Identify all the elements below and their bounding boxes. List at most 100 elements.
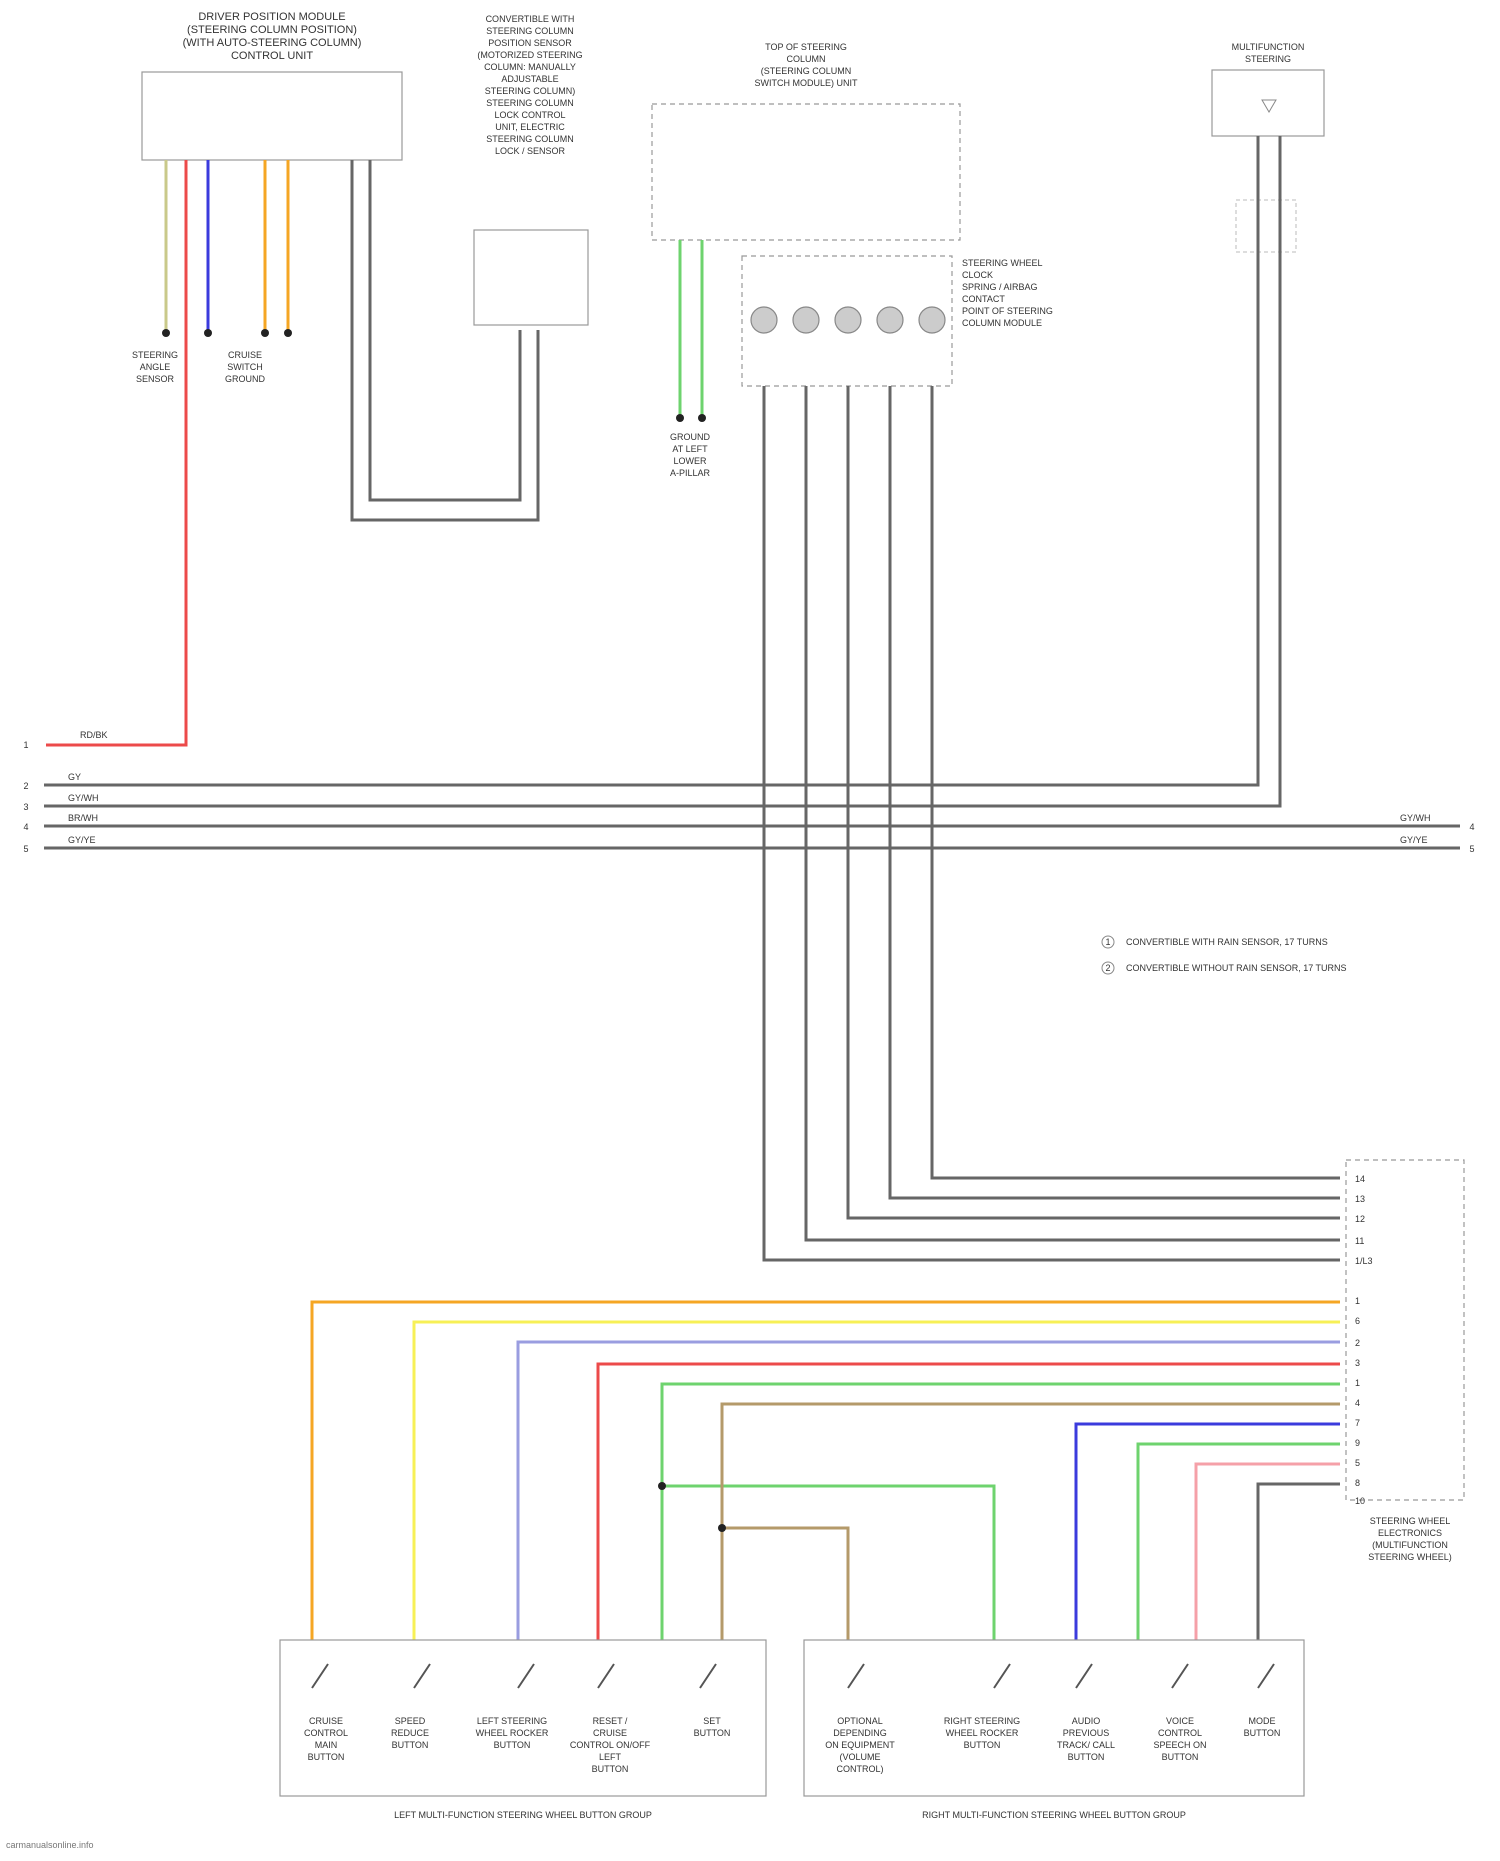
green-ground-wires — [680, 240, 702, 415]
lbtn1-l3: MAIN — [315, 1740, 338, 1750]
switch-glyphs — [312, 1664, 1274, 1688]
ecu-label-6: ADJUSTABLE — [501, 74, 558, 84]
bus-label-right-2: GY/YE — [1400, 835, 1428, 845]
ground-left-a-2: ANGLE — [140, 362, 171, 372]
pin-14: 5 — [1355, 1458, 1360, 1468]
wire-tan — [722, 1404, 1340, 1640]
pin-11: 4 — [1355, 1398, 1360, 1408]
wire-lavender — [518, 1342, 1340, 1640]
lbtn3-l2: WHEEL ROCKER — [476, 1728, 549, 1738]
clock-label-2: CLOCK — [962, 270, 993, 280]
rbtn4-l1: VOICE — [1166, 1716, 1194, 1726]
clock-label-1: STEERING WHEEL — [962, 258, 1043, 268]
lbtn2-l2: REDUCE — [391, 1728, 429, 1738]
wheel-label-4: STEERING WHEEL) — [1368, 1552, 1452, 1562]
legend-symbol-1: 1 — [1105, 937, 1110, 947]
top-column-module: TOP OF STEERING COLUMN (STEERING COLUMN … — [652, 42, 960, 386]
legend-symbol-2: 2 — [1105, 963, 1110, 973]
wire-pink — [1196, 1464, 1340, 1640]
rbtn1-l5: CONTROL) — [837, 1764, 884, 1774]
wire-tan-branch — [722, 1528, 848, 1640]
rbtn4-l3: SPEECH ON — [1153, 1740, 1206, 1750]
left-button-labels: CRUISE CONTROL MAIN BUTTON SPEED REDUCE … — [304, 1716, 730, 1774]
wire-green-2 — [1138, 1444, 1340, 1640]
topcol-label-1: TOP OF STEERING — [765, 42, 847, 52]
wire-green-branch — [662, 1486, 994, 1640]
bus-label-2: GY — [68, 772, 81, 782]
ecu-label-7: STEERING COLUMN) — [485, 86, 576, 96]
rbtn1-l3: ON EQUIPMENT — [825, 1740, 895, 1750]
ground-left-b-2: SWITCH — [227, 362, 263, 372]
clock-label-5: POINT OF STEERING — [962, 306, 1053, 316]
ground-left-a-3: SENSOR — [136, 374, 175, 384]
clock-spring-coils — [751, 307, 945, 333]
rbtn5-l1: MODE — [1249, 1716, 1276, 1726]
lbtn1-l2: CONTROL — [304, 1728, 348, 1738]
bus-num-left-2: 2 — [23, 781, 28, 791]
rbtn1-l2: DEPENDING — [833, 1728, 887, 1738]
pin-9: 3 — [1355, 1358, 1360, 1368]
ecu-label-2: STEERING COLUMN — [486, 26, 574, 36]
ecu-label-11: STEERING COLUMN — [486, 134, 574, 144]
rbtn2-l3: BUTTON — [964, 1740, 1001, 1750]
rbtn1-l1: OPTIONAL — [837, 1716, 883, 1726]
rbtn3-l4: BUTTON — [1068, 1752, 1105, 1762]
bus-label-right-1: GY/WH — [1400, 813, 1431, 823]
bus-label-5: GY/YE — [68, 835, 96, 845]
legend-text-2: CONVERTIBLE WITHOUT RAIN SENSOR, 17 TURN… — [1126, 963, 1347, 973]
rbtn3-l3: TRACK/ CALL — [1057, 1740, 1115, 1750]
multi-label-2: STEERING — [1245, 54, 1291, 64]
pin-15: 8 — [1355, 1478, 1360, 1488]
bus-num-right-2: 5 — [1469, 844, 1474, 854]
pin-8: 2 — [1355, 1338, 1360, 1348]
ecu-label-3: POSITION SENSOR — [488, 38, 572, 48]
bus-num-left-1: 1 — [23, 740, 28, 750]
wire-green — [662, 1384, 1340, 1640]
bus-num-left-4: 4 — [23, 822, 28, 832]
bus-num-left-5: 5 — [23, 844, 28, 854]
column-ecu: CONVERTIBLE WITH STEERING COLUMN POSITIO… — [474, 14, 588, 325]
wheel-label-2: ELECTRONICS — [1378, 1528, 1442, 1538]
connector-pins: 14 13 12 11 1/L3 1 6 2 3 1 4 7 9 5 8 10 — [1355, 1174, 1373, 1506]
bus-label-3: GY/WH — [68, 793, 99, 803]
driver-module-label-3: (WITH AUTO-STEERING COLUMN) — [183, 37, 362, 49]
topcol-label-4: SWITCH MODULE) UNIT — [755, 78, 858, 88]
ground-dots-left — [162, 329, 292, 337]
rbtn3-l2: PREVIOUS — [1063, 1728, 1110, 1738]
clock-to-wheel-wires — [764, 386, 1340, 1260]
ground-left-a-1: STEERING — [132, 350, 178, 360]
pin-1: 14 — [1355, 1174, 1365, 1184]
bus-num-left-3: 3 — [23, 802, 28, 812]
ground-mid-2: AT LEFT — [672, 444, 708, 454]
pin-5: 1/L3 — [1355, 1256, 1373, 1266]
pin-16: 10 — [1355, 1496, 1365, 1506]
ecu-label-9: LOCK CONTROL — [494, 110, 565, 120]
rbtn4-l4: BUTTON — [1162, 1752, 1199, 1762]
lbtn2-l3: BUTTON — [392, 1740, 429, 1750]
rbtn5-l2: BUTTON — [1244, 1728, 1281, 1738]
right-group-caption: RIGHT MULTI-FUNCTION STEERING WHEEL BUTT… — [922, 1810, 1186, 1820]
lbtn4-l5: BUTTON — [592, 1764, 629, 1774]
legend: 1 CONVERTIBLE WITH RAIN SENSOR, 17 TURNS… — [1102, 936, 1347, 974]
ecu-label-12: LOCK / SENSOR — [495, 146, 566, 156]
bus-lines — [44, 136, 1460, 848]
ecu-label-4: (MOTORIZED STEERING — [477, 50, 582, 60]
driver-module-label-4: CONTROL UNIT — [231, 50, 313, 62]
rbtn3-l1: AUDIO — [1072, 1716, 1101, 1726]
bus-label-1: RD/BK — [80, 730, 108, 740]
lbtn5-l1: SET — [703, 1716, 721, 1726]
bus-num-right-1: 4 — [1469, 822, 1474, 832]
pin-12: 7 — [1355, 1418, 1360, 1428]
wheel-label-3: (MULTIFUNCTION — [1372, 1540, 1448, 1550]
clock-label-6: COLUMN MODULE — [962, 318, 1042, 328]
rbtn1-l4: (VOLUME — [839, 1752, 880, 1762]
clock-label-3: SPRING / AIRBAG — [962, 282, 1038, 292]
clock-label-4: CONTACT — [962, 294, 1005, 304]
wire-blue — [1076, 1424, 1340, 1640]
pin-3: 12 — [1355, 1214, 1365, 1224]
lbtn1-l1: CRUISE — [309, 1716, 343, 1726]
lbtn5-l2: BUTTON — [694, 1728, 731, 1738]
ground-mid-4: A-PILLAR — [670, 468, 711, 478]
ground-mid-3: LOWER — [673, 456, 707, 466]
